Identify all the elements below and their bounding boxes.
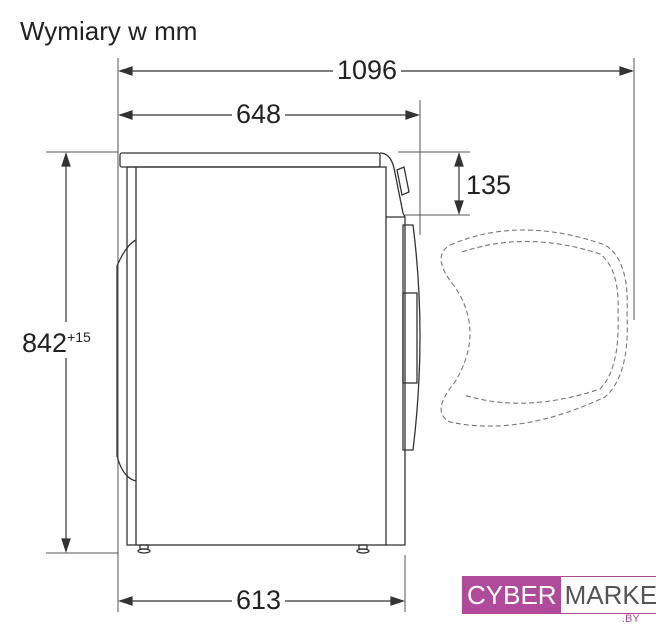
logo-suffix: .BY	[622, 613, 640, 625]
logo-part1: CYBER	[463, 577, 561, 613]
total-depth-label: 1096	[333, 55, 402, 85]
extension-lines	[46, 58, 635, 612]
height-tolerance: +15	[67, 329, 91, 345]
dimension-arrows	[61, 66, 634, 606]
panel-height-label: 135	[466, 170, 512, 200]
dryer-body	[116, 152, 421, 554]
drawing-title: Wymiary w mm	[20, 16, 198, 46]
depth-label: 648	[232, 99, 286, 129]
cybermarket-logo: CYBER MARKET	[462, 576, 656, 614]
open-door-outline	[440, 229, 628, 427]
body-depth-label: 613	[232, 585, 286, 615]
height-label: 842+15	[20, 322, 93, 358]
logo-part2: MARKET	[560, 577, 656, 613]
height-value: 842	[22, 328, 68, 358]
